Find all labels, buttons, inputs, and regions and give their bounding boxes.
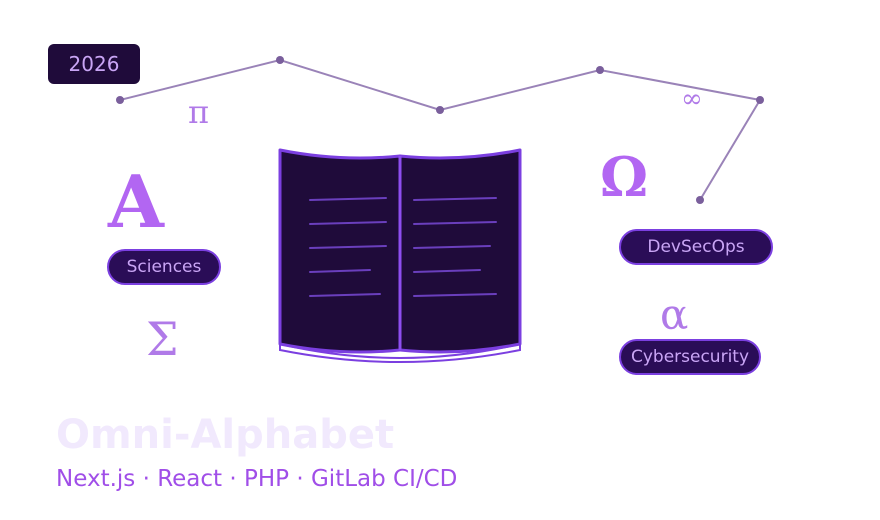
separator: · bbox=[296, 466, 304, 492]
constellation-dot bbox=[276, 56, 284, 64]
constellation-line-icon bbox=[116, 56, 764, 204]
sigma-glyph: Σ bbox=[146, 312, 179, 366]
tag-cybersecurity: Cybersecurity bbox=[619, 339, 761, 375]
year-badge: 2026 bbox=[48, 44, 140, 84]
omega-glyph: Ω bbox=[600, 145, 649, 209]
letter-a-glyph: A bbox=[108, 159, 164, 244]
tech-item: GitLab CI/CD bbox=[310, 466, 458, 492]
constellation-dot bbox=[436, 106, 444, 114]
tag-sciences: Sciences bbox=[107, 249, 221, 285]
infinity-glyph: ∞ bbox=[681, 84, 703, 114]
pi-glyph: π bbox=[188, 93, 210, 131]
constellation-dot bbox=[696, 196, 704, 204]
tech-item: PHP bbox=[244, 466, 290, 492]
alpha-glyph: α bbox=[660, 290, 689, 339]
constellation-dot bbox=[596, 66, 604, 74]
separator: · bbox=[142, 466, 150, 492]
open-book-icon bbox=[278, 148, 522, 364]
tech-stack-line: Next.js · React · PHP · GitLab CI/CD bbox=[56, 466, 457, 492]
constellation-dot bbox=[116, 96, 124, 104]
tag-devsecops: DevSecOps bbox=[619, 229, 773, 265]
separator: · bbox=[229, 466, 237, 492]
page-title: Omni-Alphabet bbox=[56, 412, 395, 458]
tech-item: React bbox=[157, 466, 223, 492]
tech-item: Next.js bbox=[56, 466, 136, 492]
constellation-dot bbox=[756, 96, 764, 104]
